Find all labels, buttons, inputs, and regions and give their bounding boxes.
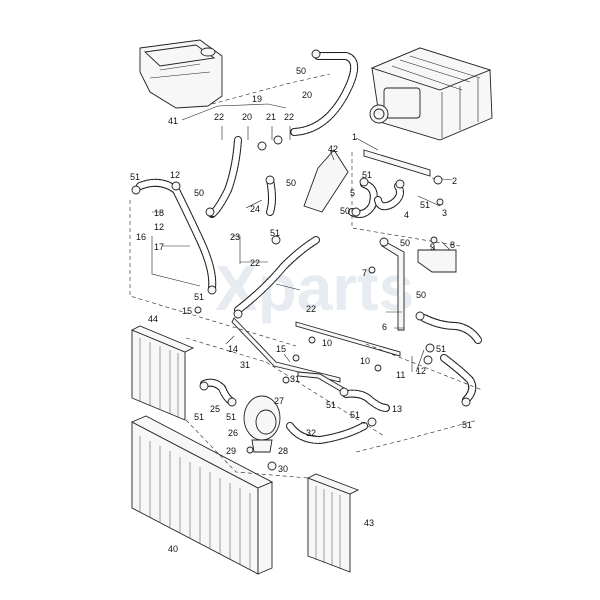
callout-51: 51 — [436, 344, 446, 354]
callout-51: 51 — [420, 200, 430, 210]
callout-20: 20 — [242, 112, 252, 122]
callout-20: 20 — [302, 90, 312, 100]
callout-15: 15 — [182, 306, 192, 316]
callout-51: 51 — [326, 400, 336, 410]
callout-50: 50 — [194, 188, 204, 198]
bracket-8 — [417, 249, 457, 273]
callout-51: 51 — [350, 410, 360, 420]
assembly-lines — [129, 73, 483, 479]
callout-9: 9 — [430, 242, 435, 252]
callout-6: 6 — [382, 322, 387, 332]
callout-2: 2 — [452, 176, 457, 186]
callout-51: 51 — [362, 170, 372, 180]
callout-7: 7 — [362, 268, 367, 278]
callout-12: 12 — [154, 222, 164, 232]
coolant-pipes — [231, 149, 431, 393]
callout-22: 22 — [306, 304, 316, 314]
callout-24: 24 — [250, 204, 260, 214]
callout-12: 12 — [170, 170, 180, 180]
callout-50: 50 — [340, 206, 350, 216]
callout-31: 31 — [240, 360, 250, 370]
callout-42: 42 — [328, 144, 338, 154]
callout-32: 32 — [306, 428, 316, 438]
callout-10: 10 — [322, 338, 332, 348]
callout-14: 14 — [228, 344, 238, 354]
callout-30: 30 — [278, 464, 288, 474]
watermark: Xparts — [215, 252, 414, 324]
callout-51: 51 — [462, 420, 472, 430]
coolant-pump-26 — [243, 395, 281, 453]
callout-10: 10 — [360, 356, 370, 366]
callout-1: 1 — [352, 132, 357, 142]
fasteners — [131, 49, 471, 471]
callout-17: 17 — [154, 242, 164, 252]
callout-50: 50 — [400, 238, 410, 248]
expansion-tank-41 — [139, 39, 223, 109]
radiator-40 — [130, 415, 274, 575]
callout-44: 44 — [148, 314, 158, 324]
callout-27: 27 — [274, 396, 284, 406]
callout-51: 51 — [226, 412, 236, 422]
callout-50: 50 — [286, 178, 296, 188]
callout-31: 31 — [290, 374, 300, 384]
callout-26: 26 — [228, 428, 238, 438]
callout-15: 15 — [276, 344, 286, 354]
callout-22: 22 — [250, 258, 260, 268]
callout-51: 51 — [194, 412, 204, 422]
callout-41: 41 — [168, 116, 178, 126]
callout-11: 11 — [396, 370, 405, 380]
callout-labels: 41 50 20 19 22 20 21 22 1 2 42 50 51 12 … — [130, 66, 472, 554]
bracket-42 — [303, 149, 349, 213]
callout-29: 29 — [226, 446, 236, 456]
callout-50: 50 — [416, 290, 426, 300]
leader-lines — [151, 103, 453, 373]
callout-51: 51 — [270, 228, 280, 238]
callout-4: 4 — [404, 210, 409, 220]
callout-8: 8 — [450, 240, 455, 250]
callout-5: 5 — [350, 188, 355, 198]
callout-22: 22 — [214, 112, 224, 122]
callout-18: 18 — [154, 208, 164, 218]
coolant-hoses — [136, 52, 482, 444]
callout-22: 22 — [284, 112, 294, 122]
callout-16: 16 — [136, 232, 146, 242]
callout-23: 23 — [230, 232, 240, 242]
aux-radiator-43 — [306, 473, 360, 573]
callout-28: 28 — [278, 446, 288, 456]
callout-21: 21 — [266, 112, 276, 122]
callout-12: 12 — [416, 366, 426, 376]
callout-25: 25 — [210, 404, 220, 414]
callout-51: 51 — [194, 292, 204, 302]
callout-19: 19 — [252, 94, 262, 104]
callout-40: 40 — [168, 544, 178, 554]
supercharger-assembly — [369, 47, 493, 141]
callout-13: 13 — [392, 404, 402, 414]
callout-3: 3 — [442, 208, 447, 218]
callout-50: 50 — [296, 66, 306, 76]
aux-radiator-44 — [130, 325, 195, 421]
callout-51: 51 — [130, 172, 140, 182]
callout-43: 43 — [364, 518, 374, 528]
